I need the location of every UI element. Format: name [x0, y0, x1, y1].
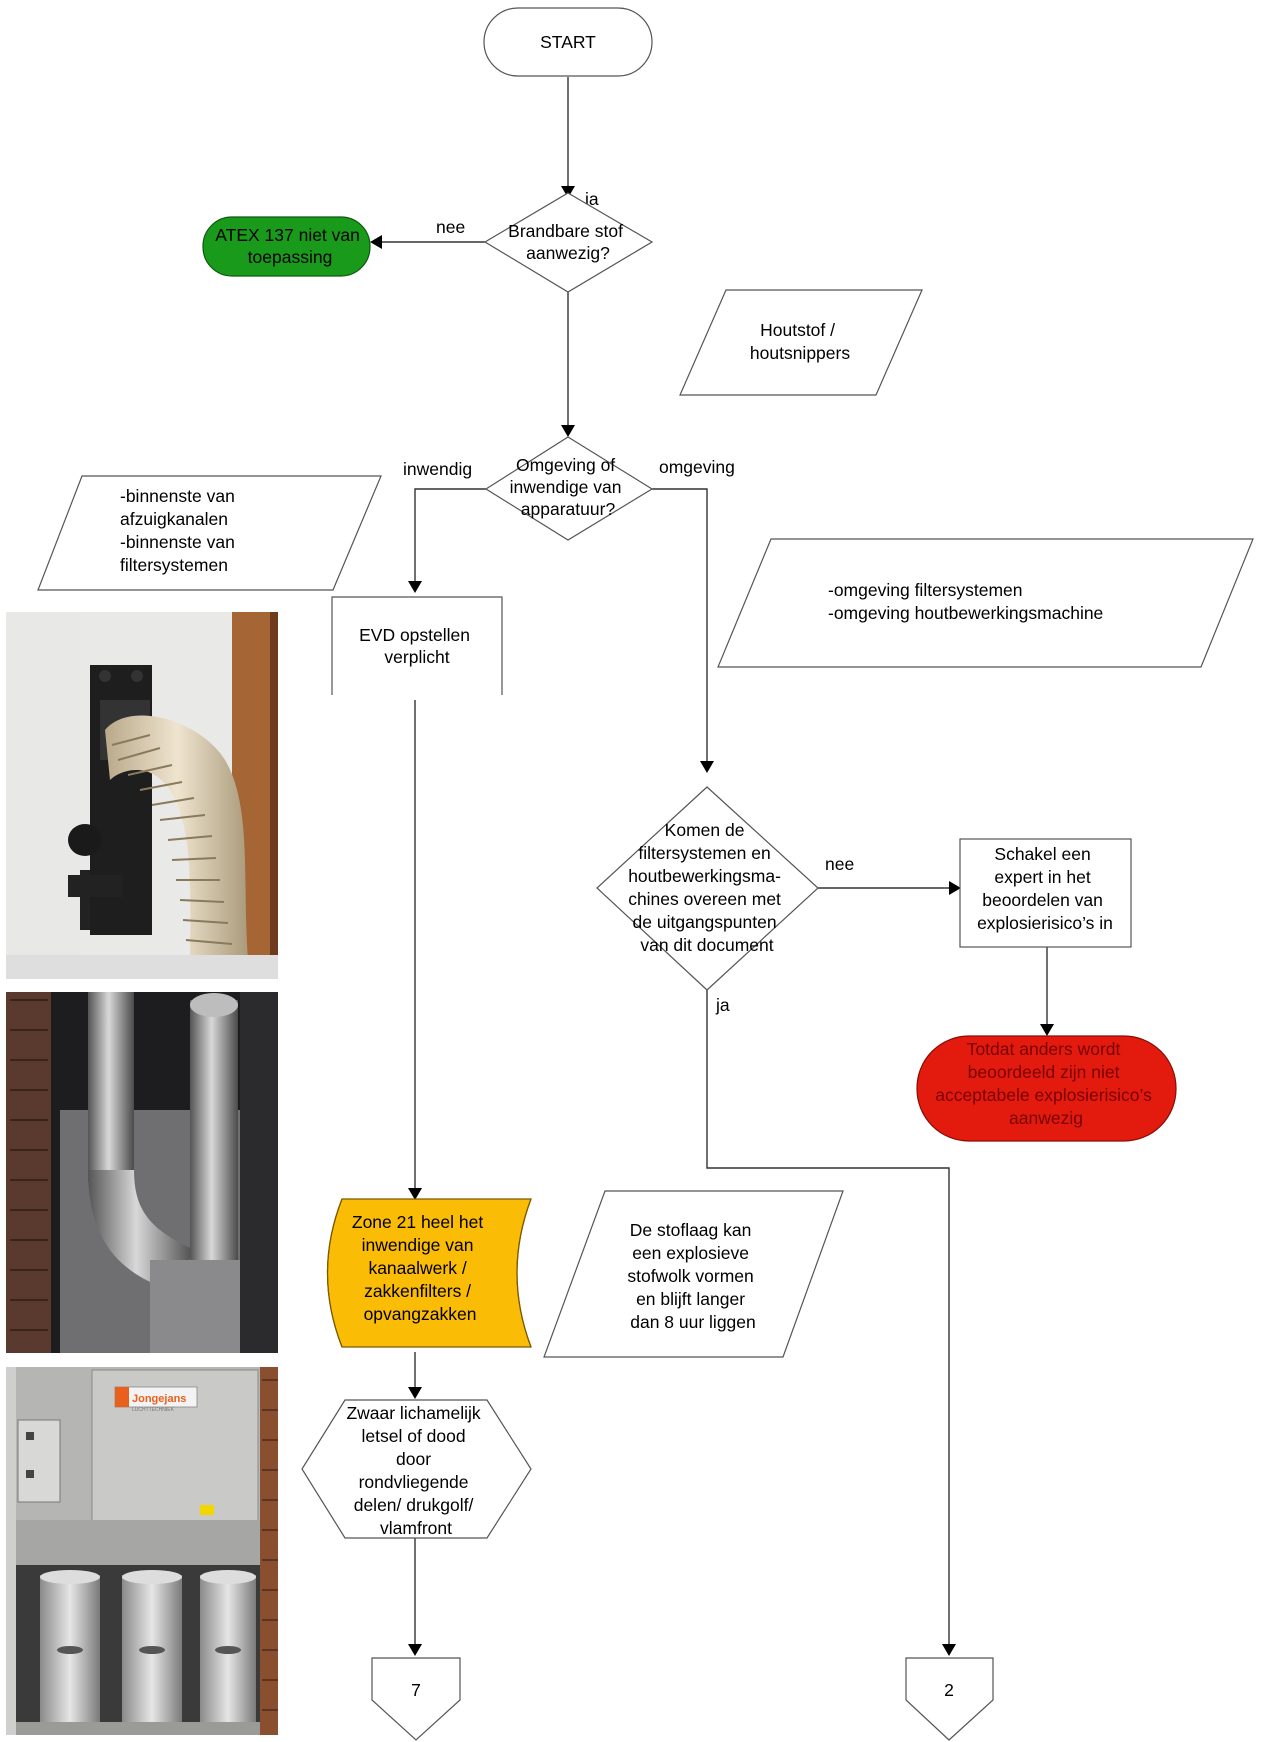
surroundings-label: -omgeving filtersystemen -omgeving houtb…: [828, 580, 1103, 623]
process-engage-expert: Schakel een expert in het beoordelen van…: [959, 838, 1132, 948]
decision-machines-conform: Komen de filtersystemen en houtbewerking…: [596, 786, 819, 991]
zone21-stored-data: Zone 21 heel het inwendige van kanaalwer…: [326, 1198, 532, 1348]
edge-label-ja-bottom: ja: [715, 995, 730, 1015]
input-inside-locations: -binnenste van afzuigkanalen -binnenste …: [37, 475, 382, 591]
offpage-connector-2: 2: [905, 1657, 994, 1741]
edge-label-omgeving: omgeving: [659, 457, 735, 477]
offpage-2-label: 2: [944, 1680, 954, 1700]
dust-layer-label: De stoflaag kan een explosieve stofwolk …: [627, 1220, 758, 1332]
unacceptable-risks-label: Totdat anders wordt beoordeeld zijn niet…: [935, 1039, 1156, 1128]
input-surroundings: -omgeving filtersystemen -omgeving houtb…: [717, 538, 1254, 668]
edge-label-inwendig: inwendig: [403, 459, 472, 479]
injury-label: Zwaar lichamelijk letsel of dood door ro…: [346, 1403, 485, 1538]
wood-dust-label: Houtstof / houtsnippers: [750, 320, 850, 363]
inside-locations-label: -binnenste van afzuigkanalen -binnenste …: [120, 486, 240, 575]
evd-label: EVD opstellen verplicht: [359, 625, 475, 667]
decision-environment-or-internal: Omgeving of inwendige van apparatuur?: [484, 436, 654, 541]
process-evd-required: EVD opstellen verplicht: [331, 596, 503, 695]
connectors: [370, 77, 1054, 1656]
hazard-injury-hexagon: Zwaar lichamelijk letsel of dood door ro…: [301, 1399, 532, 1539]
decision-dust-label: Brandbare stof aanwezig?: [508, 221, 628, 263]
offpage-connector-7: 7: [371, 1657, 461, 1741]
duct-pipes-photo: [6, 992, 278, 1353]
start-label: START: [540, 32, 596, 52]
input-dust-layer: De stoflaag kan een explosieve stofwolk …: [543, 1190, 844, 1358]
atex-not-applicable-terminal: ATEX 137 niet van toepassing: [202, 216, 371, 277]
atex-label: ATEX 137 niet van toepassing: [215, 225, 365, 267]
zone21-label: Zone 21 heel het inwendige van kanaalwer…: [352, 1212, 488, 1324]
hose-connection-photo: [6, 612, 278, 979]
filter-unit-photo: Jongejans LUCHTTECHNIEK: [6, 1367, 278, 1735]
decision-combustible-dust: Brandbare stof aanwezig?: [483, 192, 654, 293]
decision-environment-label: Omgeving of inwendige van apparatuur?: [510, 455, 627, 519]
input-wood-dust: Houtstof / houtsnippers: [679, 289, 923, 396]
jongejans-logo-text: Jongejans: [132, 1393, 186, 1405]
expert-label: Schakel een expert in het beoordelen van…: [977, 844, 1113, 933]
edge-label-nee-right: nee: [825, 854, 854, 874]
offpage-7-label: 7: [411, 1680, 421, 1700]
unacceptable-risks-terminal: Totdat anders wordt beoordeeld zijn niet…: [916, 1035, 1177, 1142]
edge-label-nee-left: nee: [436, 217, 465, 237]
decision-machines-label: Komen de filtersystemen en houtbewerking…: [628, 820, 786, 955]
jongejans-logo-sub: LUCHTTECHNIEK: [132, 1407, 175, 1413]
start-terminal: START: [483, 7, 653, 77]
